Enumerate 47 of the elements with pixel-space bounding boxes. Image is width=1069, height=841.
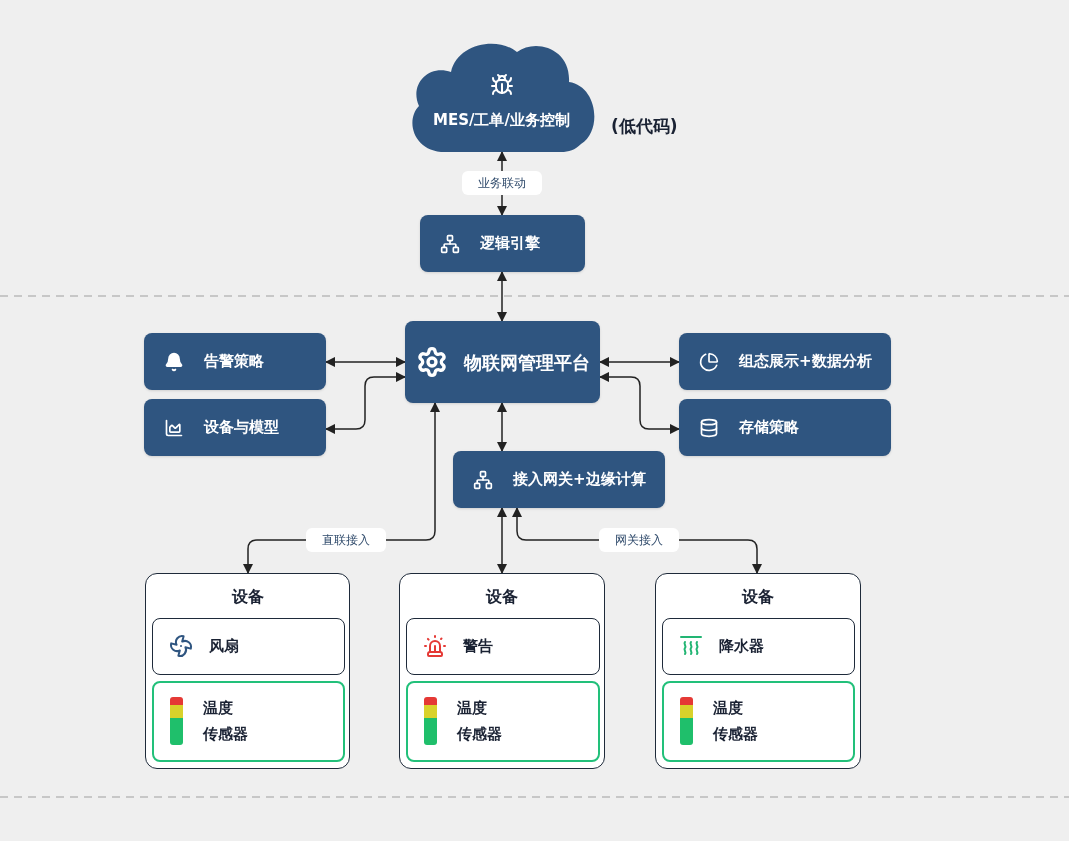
- device-card: [655, 573, 861, 769]
- item-label: 温度: [202, 697, 234, 719]
- node-label: 设备与模型: [204, 417, 279, 439]
- node-label: 逻辑引擎: [480, 233, 540, 255]
- edge-label: 业务联动: [462, 171, 542, 195]
- device-item: [151, 617, 345, 675]
- device-card: [399, 573, 605, 769]
- connector-arrow: [496, 506, 508, 575]
- node-caption: (低代码): [611, 115, 678, 138]
- edge-label: 直联接入: [306, 528, 386, 552]
- process-box: [144, 399, 326, 456]
- process-box: [144, 333, 326, 390]
- node-label: 组态展示+数据分析: [739, 351, 872, 373]
- connector-arrow: [324, 356, 407, 368]
- item-label: 传感器: [712, 724, 758, 745]
- item-label: 降水器: [718, 635, 764, 657]
- sensor-item: [151, 680, 345, 762]
- node-label: 存储策略: [739, 417, 799, 439]
- node-label: 接入网关+边缘计算: [513, 469, 646, 491]
- sensor-item: [405, 680, 600, 762]
- item-label: 传感器: [456, 724, 502, 745]
- card-title: 设备: [740, 586, 775, 608]
- item-label: 温度: [712, 697, 744, 719]
- device-card: [145, 573, 350, 769]
- item-label: 传感器: [202, 724, 248, 745]
- node-label: 告警策略: [204, 351, 264, 373]
- item-label: 风扇: [208, 635, 239, 657]
- device-item: [661, 617, 855, 675]
- device-item: [405, 617, 600, 675]
- node-label: 物联网管理平台: [463, 350, 590, 375]
- item-label: 警告: [462, 635, 493, 657]
- edge-label: 网关接入: [599, 528, 679, 552]
- process-box: [679, 399, 891, 456]
- process-box: [453, 451, 665, 508]
- connector-arrow: [496, 401, 508, 453]
- connector-arrow: [496, 270, 508, 323]
- card-title: 设备: [484, 586, 519, 608]
- node-label: MES/工单/业务控制: [433, 109, 570, 131]
- sensor-item: [661, 680, 855, 762]
- connector-arrow: [324, 371, 407, 435]
- connector-arrow: [598, 356, 681, 368]
- item-label: 温度: [456, 697, 488, 719]
- card-title: 设备: [230, 586, 265, 608]
- connector-arrow: [598, 371, 681, 435]
- process-box: [405, 321, 600, 403]
- process-box: [679, 333, 891, 390]
- process-box: [420, 215, 585, 272]
